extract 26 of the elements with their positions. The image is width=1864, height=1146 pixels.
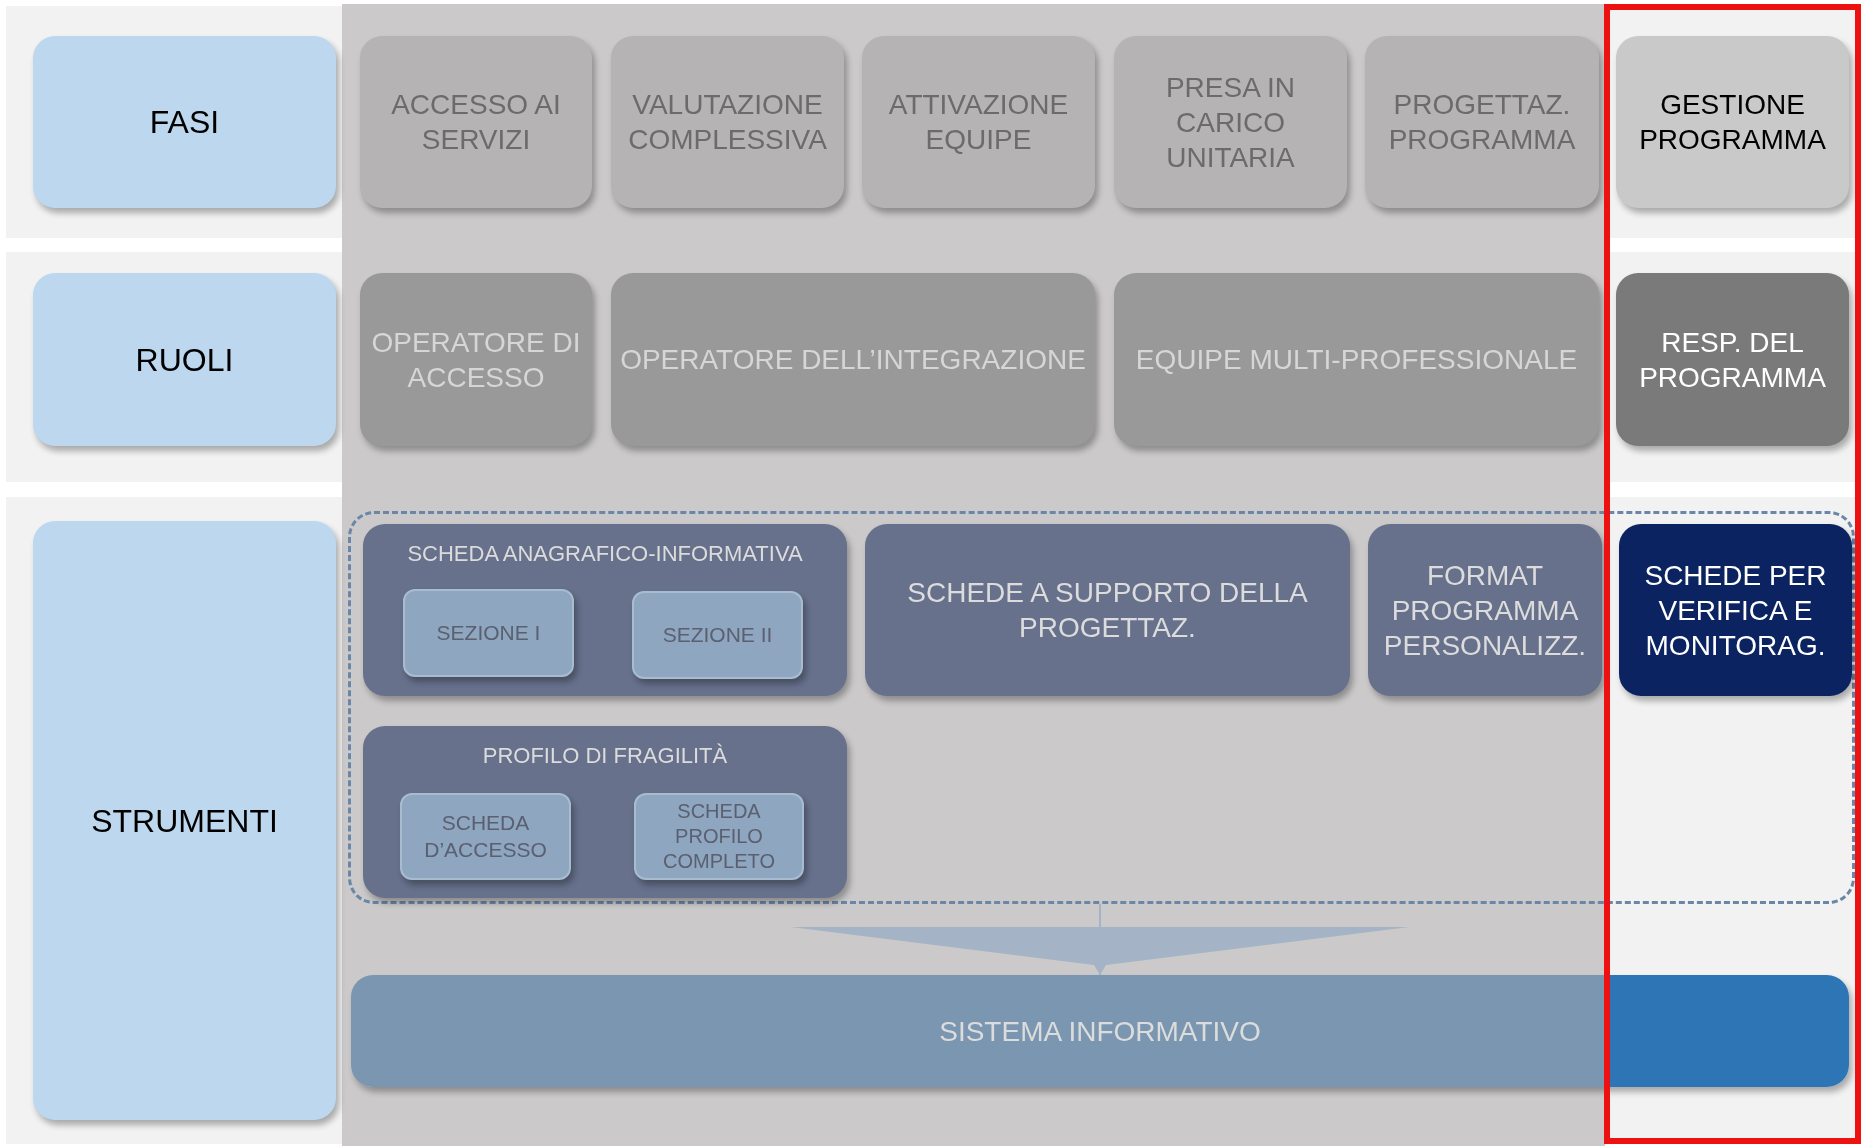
section-box: SCHEDA PROFILO COMPLETO	[634, 793, 804, 880]
card-title: SCHEDA ANAGRAFICO-INFORMATIVA	[406, 540, 804, 568]
system-bar: SISTEMA INFORMATIVO	[351, 975, 1849, 1087]
phase-box: VALUTAZIONE COMPLESSIVA	[611, 36, 844, 208]
phase-box: ACCESSO AI SERVIZI	[360, 36, 592, 208]
role-box: OPERATORE DELL’INTEGRAZIONE	[611, 273, 1095, 446]
phase-box: GESTIONE PROGRAMMA	[1616, 36, 1849, 208]
tool-card	[363, 524, 847, 696]
section-box: SEZIONE II	[632, 591, 803, 679]
dashed-group-frame	[348, 511, 1855, 904]
role-box: RESP. DEL PROGRAMMA	[1616, 273, 1849, 446]
tool-card	[363, 726, 847, 898]
phase-box: PROGETTAZ. PROGRAMMA	[1365, 36, 1599, 208]
tool-card: SCHEDE PER VERIFICA E MONITORAG.	[1619, 524, 1852, 696]
header-box: RUOLI	[33, 273, 336, 446]
tool-card: SCHEDE A SUPPORTO DELLA PROGETTAZ.	[865, 524, 1350, 696]
role-box: EQUIPE MULTI-PROFESSIONALE	[1114, 273, 1599, 446]
phase-box: ATTIVAZIONE EQUIPE	[862, 36, 1095, 208]
role-box: OPERATORE DI ACCESSO	[360, 273, 592, 446]
tool-card: FORMAT PROGRAMMA PERSONALIZZ.	[1368, 524, 1602, 696]
section-box: SEZIONE I	[403, 589, 574, 677]
section-box: SCHEDA D’ACCESSO	[400, 793, 571, 880]
phase-box: PRESA IN CARICO UNITARIA	[1114, 36, 1347, 208]
header-box: FASI	[33, 36, 336, 208]
card-title: PROFILO DI FRAGILITÀ	[481, 742, 729, 770]
header-box: STRUMENTI	[33, 521, 336, 1120]
